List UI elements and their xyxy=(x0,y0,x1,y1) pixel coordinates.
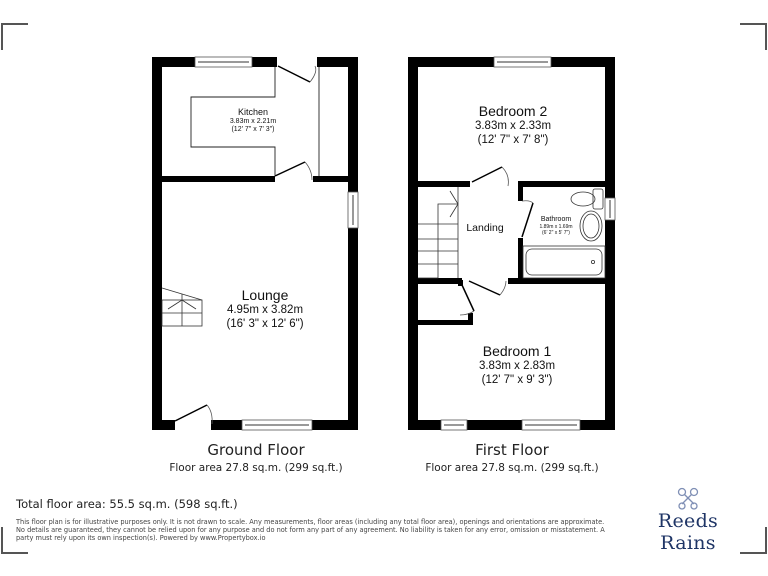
crop-mark-top-right xyxy=(740,23,767,50)
floor-title: First Floor xyxy=(475,441,549,459)
room-bedroom-2: Bedroom 2 3.83m x 2.33m (12' 7" x 7' 8") xyxy=(475,103,551,147)
room-lounge: Lounge 4.95m x 3.82m (16' 3" x 12' 6") xyxy=(226,287,303,331)
crop-mark-top-left xyxy=(1,23,28,50)
room-name: Bedroom 2 xyxy=(478,103,548,119)
room-metric: 4.95m x 3.82m xyxy=(226,303,304,316)
floor-area: Floor area 27.8 sq.m. (299 sq.ft.) xyxy=(425,462,599,474)
crop-mark-bottom-right xyxy=(740,527,767,554)
room-name: Bathroom xyxy=(540,216,572,223)
room-bedroom-1: Bedroom 1 3.83m x 2.83m (12' 7" x 9' 3") xyxy=(479,343,555,387)
room-kitchen: Kitchen 3.83m x 2.21m (12' 7" x 7' 3") xyxy=(230,107,276,135)
room-imperial: (6' 2" x 5' 7") xyxy=(542,230,570,237)
room-imperial: (16' 3" x 12' 6") xyxy=(226,317,304,330)
basin-icon xyxy=(579,210,603,242)
total-floor-area: Total floor area: 55.5 sq.m. (598 sq.ft.… xyxy=(16,497,238,511)
room-metric: 3.83m x 2.83m xyxy=(478,359,556,372)
brand-name: Reeds Rains xyxy=(657,510,719,554)
first-floor-caption: First Floor Floor area 27.8 sq.m. (299 s… xyxy=(425,441,598,474)
first-floor-plan xyxy=(408,56,616,431)
disclaimer-text: This floor plan is for illustrative purp… xyxy=(16,518,605,543)
room-name: Bedroom 1 xyxy=(482,343,552,359)
room-bathroom: Bathroom 1.89m x 1.69m (6' 2" x 5' 7") xyxy=(539,216,572,236)
ground-floor-caption: Ground Floor Floor area 27.8 sq.m. (299 … xyxy=(169,441,342,474)
room-name: Kitchen xyxy=(237,107,269,117)
toilet-icon xyxy=(570,188,604,210)
room-imperial: (12' 7" x 7' 3") xyxy=(231,126,275,134)
room-metric: 1.89m x 1.69m xyxy=(539,224,573,231)
stairs-icon xyxy=(161,287,203,327)
bath-icon xyxy=(522,245,606,279)
room-name: Lounge xyxy=(241,287,289,303)
room-metric: 3.83m x 2.21m xyxy=(229,117,277,125)
room-landing: Landing xyxy=(466,222,503,235)
crossed-keys-icon xyxy=(677,487,699,510)
floor-area: Floor area 27.8 sq.m. (299 sq.ft.) xyxy=(169,462,343,474)
ground-floor-plan xyxy=(152,56,359,431)
brand-logo: Reeds Rains xyxy=(628,488,748,554)
crop-mark-bottom-left xyxy=(1,527,28,554)
room-name: Landing xyxy=(466,222,504,234)
room-imperial: (12' 7" x 9' 3") xyxy=(481,373,553,386)
room-imperial: (12' 7" x 7' 8") xyxy=(477,133,549,146)
floor-title: Ground Floor xyxy=(207,441,305,459)
stairs-icon xyxy=(418,187,459,279)
room-metric: 3.83m x 2.33m xyxy=(474,119,552,132)
